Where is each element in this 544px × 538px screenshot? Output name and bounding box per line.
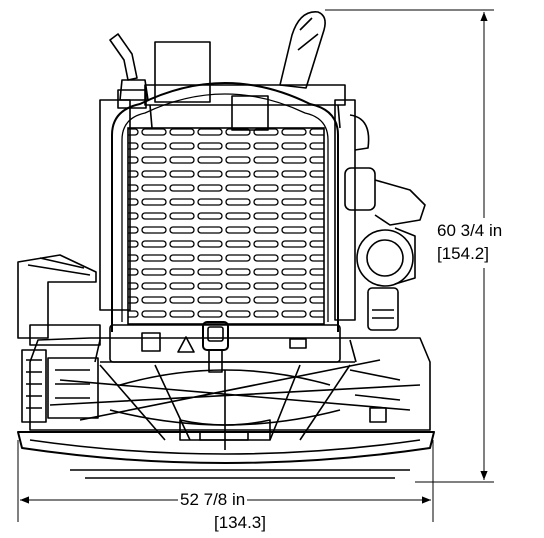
pulley (356, 229, 414, 287)
height-imperial-label: 60 3/4 in (437, 221, 503, 240)
left-tower (99, 99, 131, 311)
base-pan (70, 469, 410, 479)
height-metric-label: [154.2] (437, 244, 489, 263)
left-control-lever (109, 33, 138, 81)
engine-component (344, 167, 376, 211)
frame-arch (111, 82, 339, 332)
width-imperial-label: 52 7/8 in (178, 490, 248, 510)
width-metric-label: [134.3] (214, 513, 266, 532)
warning-triangle-icon (177, 336, 195, 353)
lower-housing (29, 337, 431, 431)
left-hood (17, 254, 97, 339)
exhaust-stack (154, 41, 211, 103)
seat-back (279, 11, 326, 89)
guard-ring (17, 431, 435, 464)
height-dimension (325, 9, 494, 483)
panel-square-button (141, 332, 161, 352)
radiator-grill (127, 127, 325, 325)
